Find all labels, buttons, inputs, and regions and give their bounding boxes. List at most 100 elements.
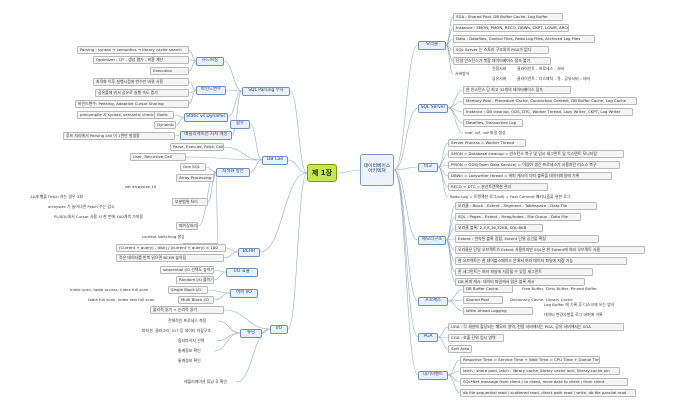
db-buffer-cache-desc: Free Buffer, Dirty Buffer, Pinned Buffer [522, 286, 597, 292]
topic-sql-parsing[interactable]: SQL Parsing 부하 [242, 87, 290, 96]
sqlserver-instance-procs: Instance : DB cleanup, ODS, DTC, Worker … [463, 108, 633, 116]
link-right-leaf-19 [445, 227, 456, 241]
topic-compare[interactable]: 비교 [418, 163, 438, 172]
link-right-leaf-5 [445, 44, 454, 75]
topic-db-call[interactable]: DB Call [262, 156, 288, 165]
memory-7: DB 버퍼 캐시: 데이터 파일에서 읽은 블록 캐시 [455, 278, 585, 286]
topic-wait[interactable]: 대기이벤트 [418, 371, 448, 380]
link-left-leaf-16 [249, 159, 263, 173]
io-5: Multi Block I/O [178, 296, 214, 304]
book-title-node[interactable]: 데이터베이스 아키텍쳐 [360, 154, 394, 186]
link-left-leaf-21 [215, 171, 219, 248]
topic-io[interactable]: I/O [270, 325, 288, 334]
topic-udf[interactable]: 함수 [230, 120, 250, 129]
link-left-leaf-17 [205, 166, 217, 173]
link-left-leaf-15 [185, 156, 263, 161]
topic-bchr[interactable]: BCHR [238, 248, 260, 257]
dbcall-8: 부분범위 처리 [172, 198, 208, 206]
topic-sqlserver[interactable]: SQL Server [418, 104, 448, 113]
link-right-leaf-27 [447, 300, 464, 312]
topic-process[interactable]: 프로세스 [418, 297, 448, 306]
io-6: Index scan, table access, index full sca… [70, 287, 149, 293]
io-12: 통계정보 확인 [178, 348, 201, 354]
link-right-leaf-24 [445, 239, 456, 283]
link-left-leaf-31 [217, 320, 241, 334]
link-left-leaf-2 [227, 90, 243, 118]
link-right-leaf-0 [445, 16, 454, 46]
link-book-topic-4 [393, 169, 419, 302]
memory-0: 오라클 : Block - Extent - Segment - Tablesp… [455, 202, 597, 210]
dbcall-6: arraysize 가 늘어나면 Fetch 수는 감소 [48, 204, 115, 210]
link-book-topic-3 [393, 169, 419, 241]
link-left-leaf-29 [223, 309, 271, 330]
memory-2: 오라클 블록: 2,4,8,16,32KB, SQL:8KB [455, 224, 543, 232]
link-right-leaf-18 [445, 216, 456, 241]
pga-cga: CGA : 호출 단위 임시 영역 [448, 334, 504, 342]
topic-pga[interactable]: PGA [418, 333, 438, 342]
link-left-leaf-24 [213, 269, 227, 273]
compare-5: Redo Log = 트랜잭션 로그(Idf) = Fast Commit 메커… [450, 194, 571, 200]
link-book-topic-2 [393, 166, 419, 171]
memory-3: Extent : 연속된 블록 집합, Extent 단위 공간을 확장 [455, 235, 599, 243]
topic-buffer-io[interactable]: 버퍼 I/O [230, 289, 258, 298]
compare-3: DBWn = Lazywriter thread = 버퍼 캐시의 더티 블록을… [448, 172, 612, 180]
parsing-5: 바인드변수: Peeking, Adaptive Cursor Sharing [75, 100, 189, 108]
dbcall-4: set arraysize 10 [125, 184, 157, 190]
io-14: 애플리케이션 튜닝 후 확인 [184, 379, 228, 385]
compare-4: RECO = DTC = 분산트랜잭션 관리 [448, 183, 548, 191]
dbcall-1: User, Recursive Call [130, 153, 186, 161]
io-8: 물리적 읽기 + 논리적 읽기 [150, 306, 224, 314]
oracle-data: Data : Datafiles, Control Files, Redo Lo… [453, 35, 595, 43]
parsing-9: 루프 처리에서 Parsing call 이 1번만 발생함 [63, 132, 175, 140]
compare-0: Server Process = Worker Thread [448, 139, 526, 147]
dbcall-3: Array Processing [176, 174, 214, 182]
topic-memory[interactable]: 메모리구조 [418, 236, 446, 245]
wait-0: Response Time = Service Time + Wait Time… [460, 356, 600, 364]
link-chapter-book [336, 169, 361, 174]
link-right-leaf-30 [437, 336, 449, 350]
topic-oracle[interactable]: 오라클 [418, 41, 446, 50]
link-book-topic-0 [393, 44, 419, 171]
topic-app-cursor[interactable]: 애플리케이션 커서 캐싱 [180, 131, 232, 140]
link-right-leaf-1 [445, 27, 454, 46]
link-left-leaf-0 [223, 60, 243, 92]
link-chapter-topic-1 [287, 159, 308, 174]
pga-uga: UGA : 각 세션에 할당되는 메모리 영역, 전용 서버에서는 PGA, 공… [448, 323, 624, 331]
link-book-topic-6 [393, 169, 419, 376]
link-right-leaf-34 [447, 374, 461, 394]
io-0: (Current + query) - disk) / (current + q… [116, 244, 226, 252]
io-11: 옵티마이저 선택 [178, 338, 205, 344]
link-left-leaf-26 [207, 289, 231, 294]
io-2: sequential I/O 선택도 높이기 [160, 266, 214, 274]
wait-2: SQL*Net message from client / to client,… [460, 378, 628, 386]
link-left-leaf-1 [225, 89, 243, 92]
topic-static-dynamic[interactable]: Static vs Dynamic [184, 113, 228, 122]
link-left-leaf-9 [188, 89, 197, 105]
db-buffer-cache: DB Buffer Cache [463, 285, 513, 293]
parsing-0: Parsing : syntax → semantics → library c… [77, 46, 189, 54]
shared-server-desc: 클라이언트 - 디스패처 - 큐 - 공유서버 - 서버 [517, 76, 590, 82]
link-left-leaf-4 [188, 49, 197, 62]
dbcall-9: 페이징처리 [176, 222, 198, 230]
chapter-node[interactable]: 제 1장 [307, 164, 337, 182]
topic-min-calls[interactable]: 최적화 방안 [216, 168, 250, 177]
dbcall-10: context switching 발생 [142, 234, 184, 240]
link-left-leaf-33 [213, 332, 241, 352]
io-9: 전체적인 프로세스 측정 [168, 318, 207, 324]
compare-1: SMON = Database cleanup = 인스턴스 복구 및 임시 세… [448, 150, 624, 158]
topic-bind[interactable]: 바인드변수 [196, 86, 226, 95]
link-left-leaf-7 [188, 81, 197, 91]
pga-sort-area: Sort Area [448, 345, 472, 353]
sqlserver-instance: 한 인스턴스 당 최고 32개의 데이터베이스 접속 [463, 86, 571, 94]
link-left-leaf-10 [173, 114, 185, 118]
link-chapter-topic-0 [289, 90, 308, 174]
shared-server: 공유서버 [492, 76, 507, 82]
topic-tuning[interactable]: 튜닝 [240, 329, 262, 338]
topic-hardparse[interactable]: 하드파싱 [196, 57, 224, 66]
book-title-line2: 아키텍쳐 [368, 169, 386, 174]
link-left-leaf-11 [175, 116, 185, 126]
link-left-leaf-6 [188, 60, 197, 72]
topic-io-efficiency[interactable]: I/O 효율 [226, 268, 258, 277]
